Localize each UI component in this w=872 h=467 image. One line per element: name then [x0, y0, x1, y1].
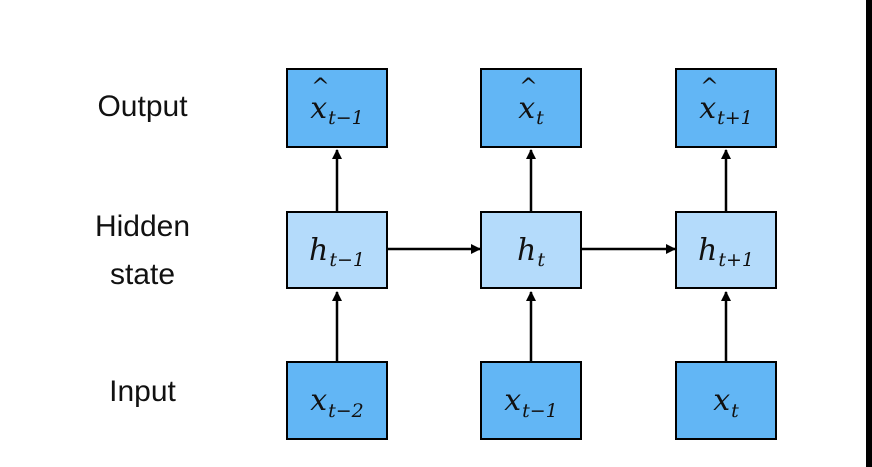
hidden-3-subscript: t+1	[718, 249, 754, 271]
input-1-var: x	[310, 383, 328, 418]
hidden-1-subscript: t−1	[329, 249, 365, 271]
output-1-var: x	[310, 90, 328, 126]
hidden-2-subscript: t	[537, 249, 545, 271]
input-3-var: x	[713, 383, 731, 418]
input-3-subscript: t	[731, 399, 739, 422]
output-3-symbol: ^x	[699, 75, 718, 126]
hidden-3-var: h	[698, 232, 718, 268]
output-2-subscript: t	[536, 107, 544, 129]
output-3-var: x	[699, 90, 717, 126]
input-row-label: Input	[109, 375, 176, 408]
output-2-symbol: ^x	[518, 75, 537, 126]
output-1-symbol: ^x	[310, 75, 329, 126]
output-2-var: x	[518, 90, 536, 126]
output-row-label: Output	[97, 90, 188, 123]
hidden-row-label-line2: state	[109, 258, 176, 291]
input-2-var: x	[504, 383, 522, 418]
hidden-1-var: h	[309, 232, 329, 268]
output-1-subscript: t−1	[328, 107, 364, 129]
hat-mark: ^	[519, 74, 538, 100]
hat-mark: ^	[700, 74, 719, 100]
input-2-subscript: t−1	[522, 399, 558, 422]
output-3-subscript: t+1	[717, 107, 753, 129]
hidden-row-label-line1: Hidden	[94, 210, 191, 243]
input-1-subscript: t−2	[328, 399, 364, 422]
hat-mark: ^	[311, 74, 330, 100]
hidden-2-var: h	[517, 232, 537, 268]
window-right-edge	[866, 0, 872, 467]
